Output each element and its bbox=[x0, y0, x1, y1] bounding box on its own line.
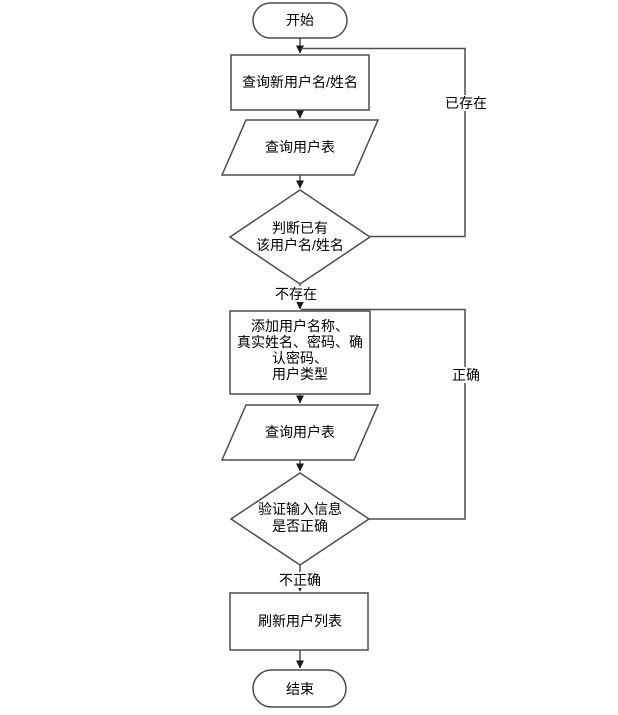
node-add-user-line4: 用户类型 bbox=[272, 366, 328, 382]
node-query-table-2 bbox=[220, 404, 380, 461]
node-add-user-line1: 添加用户名称、 bbox=[251, 318, 349, 334]
node-add-user bbox=[229, 310, 371, 395]
node-query-table-1-label: 查询用户表 bbox=[265, 139, 335, 155]
edge-correct-feedback-loop bbox=[301, 308, 466, 520]
node-validate-input-line2: 是否正确 bbox=[272, 518, 328, 534]
node-validate-input bbox=[229, 472, 371, 566]
node-query-table-2-label: 查询用户表 bbox=[265, 424, 335, 440]
edge-label-correct-bg bbox=[449, 367, 483, 383]
node-check-exists-line2: 该用户名/姓名 bbox=[256, 237, 344, 253]
node-refresh-list-label: 刷新用户列表 bbox=[258, 613, 342, 629]
edge-label-correct: 正确 bbox=[452, 367, 480, 383]
node-refresh-list bbox=[229, 592, 369, 651]
node-query-new-user bbox=[230, 54, 370, 111]
node-start-label: 开始 bbox=[286, 12, 314, 28]
edge-label-exists-bg bbox=[443, 95, 489, 111]
node-check-exists bbox=[228, 189, 372, 285]
edge-label-exists: 已存在 bbox=[445, 95, 487, 111]
edge-label-incorrect-bg bbox=[276, 572, 324, 588]
node-start bbox=[252, 2, 348, 39]
node-query-new-user-label: 查询新用户名/姓名 bbox=[242, 74, 358, 90]
node-query-table-1 bbox=[220, 119, 380, 176]
edge-label-incorrect: 不正确 bbox=[279, 572, 321, 588]
edge-exists-feedback-loop bbox=[301, 47, 466, 238]
edge-label-not-exists-bg bbox=[272, 286, 320, 302]
edge-label-not-exists: 不存在 bbox=[275, 286, 317, 302]
node-end-label: 结束 bbox=[286, 681, 314, 697]
node-add-user-line3: 认密码、 bbox=[272, 350, 328, 366]
node-validate-input-line1: 验证输入信息 bbox=[258, 501, 342, 517]
node-check-exists-line1: 判断已有 bbox=[272, 220, 328, 236]
node-add-user-line2: 真实姓名、密码、确 bbox=[237, 334, 363, 350]
node-end bbox=[252, 669, 347, 708]
